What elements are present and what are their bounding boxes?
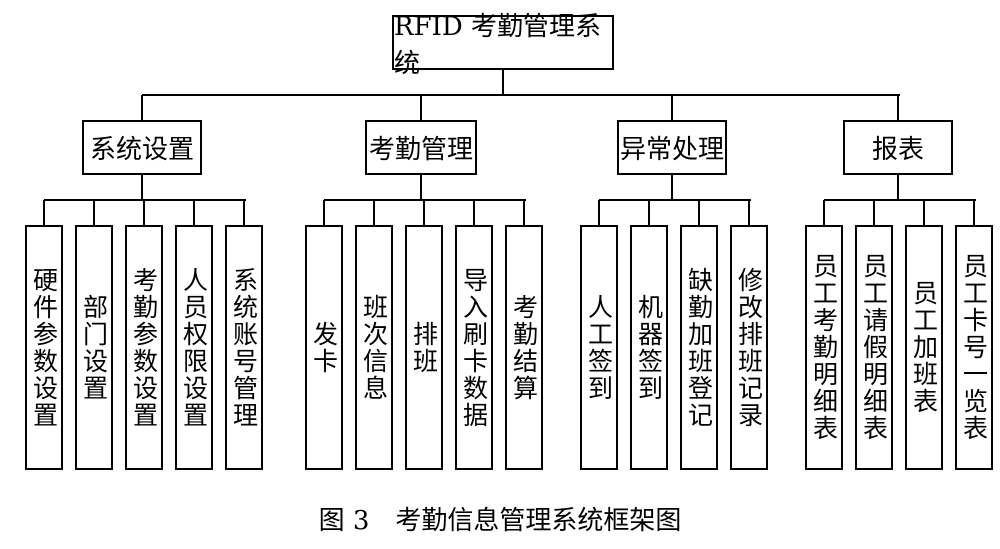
group-0-stem	[141, 175, 143, 200]
leaf-box-0-0-label: 硬件参数设置	[29, 266, 59, 429]
leaf-box-1-4: 考勤结算	[505, 225, 543, 470]
leaf-3-0-drop	[823, 200, 825, 225]
leaf-box-1-4-label: 考勤结算	[509, 293, 539, 402]
leaf-box-1-1-label: 班次信息	[359, 293, 389, 402]
level1-bus	[142, 94, 900, 96]
leaf-1-4-drop	[523, 200, 525, 225]
group-box-1-label: 考勤管理	[368, 135, 473, 165]
group-box-2-label: 异常处理	[619, 135, 724, 165]
group-2-stem	[671, 175, 673, 200]
leaf-box-2-3: 修改排班记录	[730, 225, 768, 470]
group-0-drop	[141, 95, 143, 120]
leaf-2-1-drop	[648, 200, 650, 225]
leaf-box-0-4: 系统账号管理	[225, 225, 263, 470]
leaf-box-0-3: 人员权限设置	[175, 225, 213, 470]
leaf-box-3-2: 员工加班表	[905, 225, 943, 470]
leaf-box-3-0: 员工考勤明细表	[805, 225, 843, 470]
leaf-2-2-drop	[698, 200, 700, 225]
leaf-1-1-drop	[373, 200, 375, 225]
leaf-box-0-4-label: 系统账号管理	[229, 266, 259, 429]
leaf-box-1-3-label: 导入刷卡数据	[459, 266, 489, 429]
leaf-0-0-drop	[43, 200, 45, 225]
group-0-bus	[44, 199, 246, 201]
leaf-2-3-drop	[748, 200, 750, 225]
leaf-2-0-drop	[598, 200, 600, 225]
leaf-3-3-drop	[973, 200, 975, 225]
leaf-box-0-2: 考勤参数设置	[125, 225, 163, 470]
leaf-box-3-2-label: 员工加班表	[909, 280, 939, 415]
group-3-bus	[824, 199, 976, 201]
leaf-box-0-1-label: 部门设置	[79, 293, 109, 402]
leaf-box-2-2-label: 缺勤加班登记	[684, 266, 714, 429]
leaf-box-1-1: 班次信息	[355, 225, 393, 470]
group-box-0-label: 系统设置	[89, 135, 194, 165]
leaf-box-0-3-label: 人员权限设置	[179, 266, 209, 429]
group-2-bus	[599, 199, 751, 201]
root-box-label: RFID 考勤管理系统	[394, 11, 601, 79]
leaf-3-2-drop	[923, 200, 925, 225]
leaf-1-2-drop	[423, 200, 425, 225]
group-1-stem	[420, 175, 422, 200]
leaf-1-0-drop	[323, 200, 325, 225]
group-1-bus	[324, 199, 526, 201]
leaf-0-2-drop	[143, 200, 145, 225]
group-3-stem	[897, 175, 899, 200]
leaf-box-0-0: 硬件参数设置	[25, 225, 63, 470]
root-box: RFID 考勤管理系统	[392, 12, 614, 79]
group-box-2: 异常处理	[617, 120, 727, 175]
leaf-box-0-2-label: 考勤参数设置	[129, 266, 159, 429]
leaf-box-3-3: 员工卡号一览表	[955, 225, 993, 470]
group-box-3-label: 报表	[871, 135, 924, 165]
group-1-drop	[420, 95, 422, 120]
root-connector	[502, 70, 504, 95]
group-box-1: 考勤管理	[365, 120, 477, 175]
leaf-box-2-3-label: 修改排班记录	[734, 266, 764, 429]
leaf-0-4-drop	[243, 200, 245, 225]
group-box-0: 系统设置	[82, 120, 202, 175]
leaf-box-1-2: 排班	[405, 225, 443, 470]
group-box-3: 报表	[843, 120, 953, 175]
leaf-box-2-0: 人工签到	[580, 225, 618, 470]
leaf-0-3-drop	[193, 200, 195, 225]
leaf-box-2-1: 机器签到	[630, 225, 668, 470]
leaf-1-3-drop	[473, 200, 475, 225]
figure-caption: 图 3 考勤信息管理系统框架图	[318, 506, 682, 536]
leaf-box-3-0-label: 员工考勤明细表	[809, 253, 839, 442]
leaf-box-0-1: 部门设置	[75, 225, 113, 470]
leaf-box-3-1: 员工请假明细表	[855, 225, 893, 470]
leaf-0-1-drop	[93, 200, 95, 225]
group-2-drop	[671, 95, 673, 120]
leaf-box-1-2-label: 排班	[409, 320, 439, 375]
leaf-box-3-1-label: 员工请假明细表	[859, 253, 889, 442]
leaf-box-1-0-label: 发卡	[309, 320, 339, 375]
leaf-3-1-drop	[873, 200, 875, 225]
leaf-box-1-3: 导入刷卡数据	[455, 225, 493, 470]
leaf-box-2-2: 缺勤加班登记	[680, 225, 718, 470]
leaf-box-2-0-label: 人工签到	[584, 293, 614, 402]
leaf-box-1-0: 发卡	[305, 225, 343, 470]
group-3-drop	[897, 95, 899, 120]
leaf-box-2-1-label: 机器签到	[634, 293, 664, 402]
leaf-box-3-3-label: 员工卡号一览表	[959, 253, 989, 442]
